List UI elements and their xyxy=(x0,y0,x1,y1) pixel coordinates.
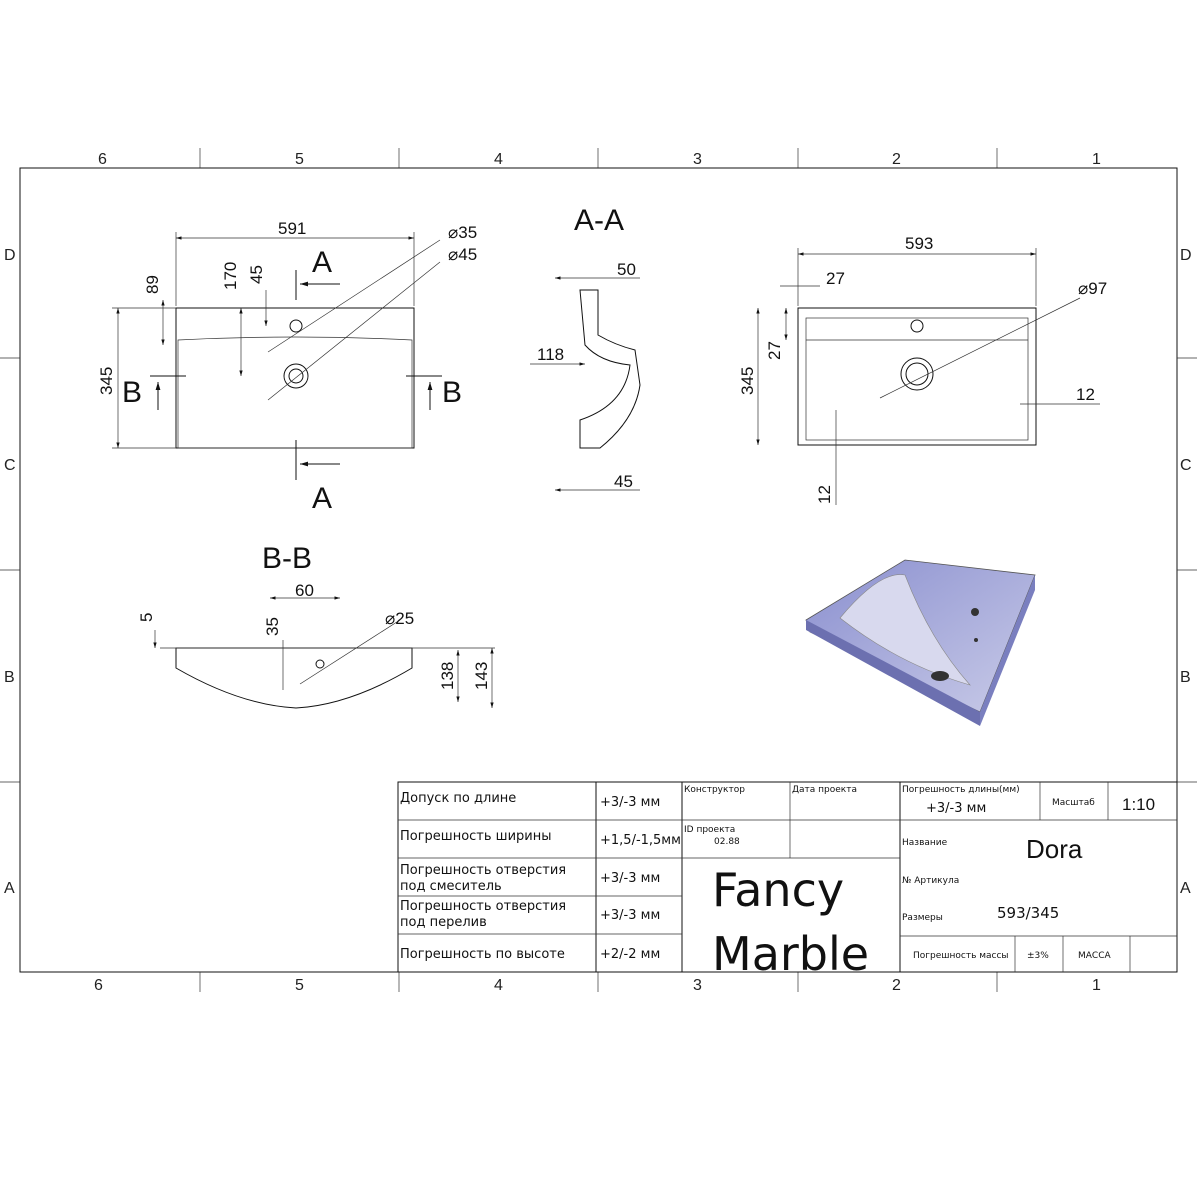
section-b-right: B xyxy=(442,376,462,409)
dim-60: 60 xyxy=(295,581,314,600)
row-label: C xyxy=(4,457,16,474)
product-name: Dora xyxy=(1026,834,1083,864)
ruler-labels: 6 5 4 3 2 1 6 5 4 3 2 1 D C B A D C B A xyxy=(4,151,1192,994)
tolerance-width-value: +1,5/-1,5мм xyxy=(600,833,681,848)
project-date-label: Дата проекта xyxy=(792,785,857,795)
row-label: D xyxy=(1180,247,1192,264)
col-label: 1 xyxy=(1092,977,1101,994)
length-tolerance-value: +3/-3 мм xyxy=(926,801,986,816)
col-label: 5 xyxy=(295,977,304,994)
col-label: 2 xyxy=(892,151,901,168)
row-label: C xyxy=(1180,457,1192,474)
row-label: A xyxy=(1180,880,1191,897)
dim-d35: ⌀35 xyxy=(448,223,477,242)
row-label: B xyxy=(4,669,15,686)
section-aa-view: A-A 50 118 45 xyxy=(530,204,641,492)
dim-170: 170 xyxy=(221,262,240,290)
section-aa-title: A-A xyxy=(574,204,624,237)
brand-marble: Marble xyxy=(712,927,869,981)
mass-tolerance-label: Погрешность массы xyxy=(913,951,1009,961)
drawing-frame xyxy=(0,148,1197,992)
dim-89: 89 xyxy=(143,275,162,294)
brand-fancy: Fancy xyxy=(712,863,844,917)
mass-tolerance-value: ±3% xyxy=(1027,951,1049,961)
dim-138: 138 xyxy=(438,662,457,690)
name-label: Название xyxy=(902,838,948,848)
title-block: Допуск по длине +3/-3 мм Погрешность шир… xyxy=(397,781,1178,981)
section-a-bottom: A xyxy=(312,482,332,515)
dim-45: 45 xyxy=(247,265,266,284)
project-id-label: ID проекта xyxy=(684,825,735,835)
col-label: 3 xyxy=(693,977,702,994)
designer-label: Конструктор xyxy=(684,785,745,795)
scale-value: 1:10 xyxy=(1122,795,1155,814)
tolerance-overflow-hole-label: Погрешность отверстия xyxy=(400,899,566,914)
dim-5: 5 xyxy=(137,613,156,622)
col-label: 1 xyxy=(1092,151,1101,168)
tolerance-length-label: Допуск по длине xyxy=(400,791,516,806)
size-value: 593/345 xyxy=(997,904,1059,922)
dim-12-bottom: 12 xyxy=(815,485,834,504)
dim-35: 35 xyxy=(263,617,282,636)
dim-12-right: 12 xyxy=(1076,385,1095,404)
dim-width: 591 xyxy=(278,219,306,238)
tolerance-overflow-hole-label2: под перелив xyxy=(400,915,487,930)
bottom-view: 593 27 27 345 ⌀97 12 12 xyxy=(738,234,1107,505)
tolerance-mixer-hole-value: +3/-3 мм xyxy=(600,871,660,886)
dim-27-horizontal: 27 xyxy=(826,269,845,288)
tolerance-height-value: +2/-2 мм xyxy=(600,947,660,962)
col-label: 4 xyxy=(494,151,503,168)
section-bb-view: B-B 60 5 35 ⌀25 138 143 xyxy=(137,542,495,709)
col-label: 3 xyxy=(693,151,702,168)
tolerance-overflow-hole-value: +3/-3 мм xyxy=(600,908,660,923)
dim-593: 593 xyxy=(905,234,933,253)
tolerance-length-value: +3/-3 мм xyxy=(600,795,660,810)
article-label: № Артикула xyxy=(902,876,959,886)
tolerance-width-label: Погрешность ширины xyxy=(400,829,551,844)
top-view: 591 345 89 170 45 ⌀35 ⌀45 A A B B xyxy=(97,219,477,515)
tolerance-height-label: Погрешность по высоте xyxy=(400,947,565,962)
section-b-left: B xyxy=(122,376,142,409)
size-label: Размеры xyxy=(902,913,943,923)
dim-118: 118 xyxy=(537,345,564,364)
col-label: 6 xyxy=(98,151,107,168)
dim-45: 45 xyxy=(614,472,633,491)
length-tolerance-label: Погрешность длины(мм) xyxy=(902,785,1020,795)
mass-label: МАССА xyxy=(1078,951,1111,961)
dim-50: 50 xyxy=(617,260,636,279)
dim-345: 345 xyxy=(738,367,757,395)
dim-d97: ⌀97 xyxy=(1078,279,1107,298)
row-label: D xyxy=(4,247,16,264)
project-id: 02.88 xyxy=(714,837,740,847)
section-bb-title: B-B xyxy=(262,542,312,575)
section-a-top: A xyxy=(312,246,332,279)
dim-27-vertical: 27 xyxy=(765,341,784,360)
col-label: 5 xyxy=(295,151,304,168)
sink-3d-render xyxy=(805,559,1036,726)
col-label: 6 xyxy=(94,977,103,994)
scale-label: Масштаб xyxy=(1052,798,1095,808)
row-label: A xyxy=(4,880,15,897)
dim-height: 345 xyxy=(97,367,116,395)
dim-d45: ⌀45 xyxy=(448,245,477,264)
col-label: 4 xyxy=(494,977,503,994)
tolerance-mixer-hole-label: Погрешность отверстия xyxy=(400,863,566,878)
dim-d25: ⌀25 xyxy=(385,609,414,628)
col-label: 2 xyxy=(892,977,901,994)
dim-143: 143 xyxy=(472,662,491,690)
row-label: B xyxy=(1180,669,1191,686)
tolerance-mixer-hole-label2: под смеситель xyxy=(400,879,502,894)
